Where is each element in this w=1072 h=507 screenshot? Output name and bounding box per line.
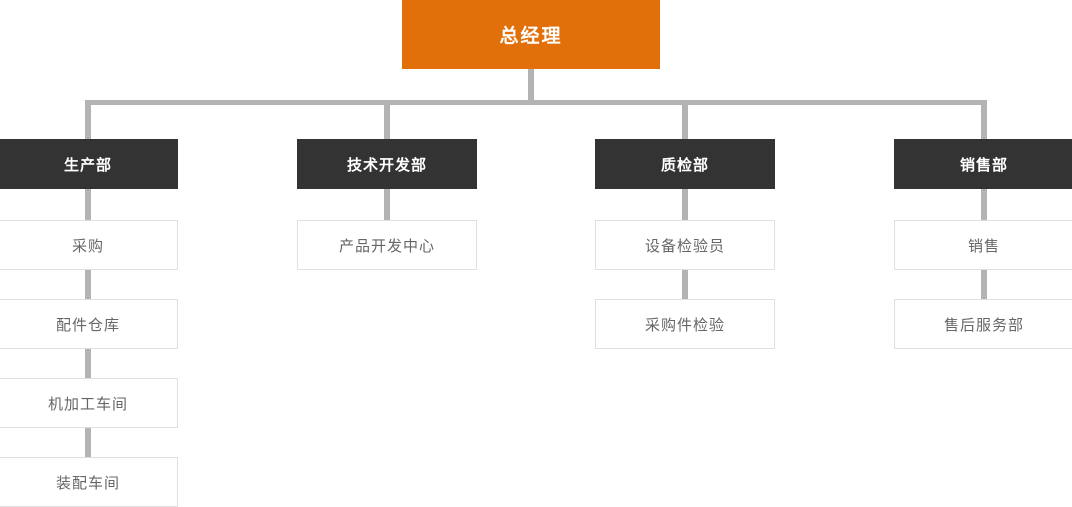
connector-root-stem: [528, 69, 534, 100]
org-node-child: 装配车间: [0, 457, 178, 507]
connector-branch-stem-qc: [682, 105, 688, 139]
org-node-child: 售后服务部: [894, 299, 1072, 349]
connector-horizontal-rail: [85, 100, 987, 105]
org-node-child: 采购: [0, 220, 178, 270]
org-node-branch-sales: 销售部: [894, 139, 1072, 189]
connector-child-link: [85, 349, 91, 378]
org-node-child: 销售: [894, 220, 1072, 270]
org-node-root: 总经理: [402, 0, 660, 69]
org-node-child: 设备检验员: [595, 220, 775, 270]
connector-branch-stem-sales: [981, 105, 987, 139]
connector-child-link: [682, 189, 688, 220]
org-node-branch-qc: 质检部: [595, 139, 775, 189]
org-node-child: 配件仓库: [0, 299, 178, 349]
connector-child-link: [384, 189, 390, 220]
org-node-child: 采购件检验: [595, 299, 775, 349]
connector-branch-stem-production: [85, 105, 91, 139]
org-node-branch-tech: 技术开发部: [297, 139, 477, 189]
connector-child-link: [682, 270, 688, 299]
connector-child-link: [981, 270, 987, 299]
connector-child-link: [85, 428, 91, 457]
org-node-branch-production: 生产部: [0, 139, 178, 189]
connector-child-link: [981, 189, 987, 220]
org-node-child: 机加工车间: [0, 378, 178, 428]
connector-child-link: [85, 189, 91, 220]
org-node-child: 产品开发中心: [297, 220, 477, 270]
connector-branch-stem-tech: [384, 105, 390, 139]
connector-child-link: [85, 270, 91, 299]
